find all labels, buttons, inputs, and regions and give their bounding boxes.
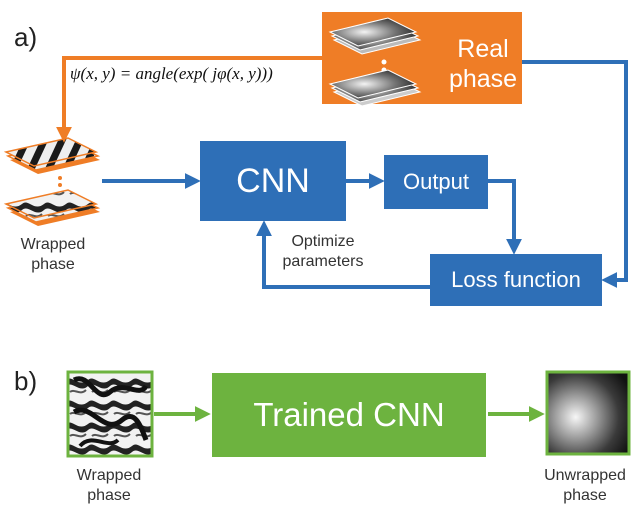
- unwrapped-caption-line2: phase: [563, 487, 607, 504]
- unwrapped-phase-image: [545, 370, 631, 456]
- wrapped-phase-image-b: [66, 370, 154, 458]
- loss-function-box: Loss function: [430, 254, 602, 306]
- wrapped-phase-caption-b: Wrapped phase: [54, 466, 164, 506]
- real-phase-line2: phase: [448, 65, 518, 93]
- cnn-box: CNN: [200, 141, 346, 221]
- panel-b-label: b): [14, 366, 38, 396]
- wrapped-caption-a-line1: Wrapped: [20, 236, 86, 253]
- wrapped-caption-b-line1: Wrapped: [76, 467, 142, 484]
- panel-a-label: a): [14, 22, 38, 52]
- optimize-line1: Optimize: [291, 233, 355, 250]
- real-phase-label: Real phase: [446, 34, 520, 94]
- arrow-output-to-loss: [488, 179, 522, 255]
- trained-cnn-box: Trained CNN: [212, 373, 486, 457]
- wrapped-phase-stack-icon: [3, 137, 101, 226]
- optimize-line2: parameters: [282, 253, 364, 270]
- wrapped-caption-b-line2: phase: [87, 487, 131, 504]
- unwrapped-caption-line1: Unwrapped: [544, 467, 626, 484]
- orange-arrow: [56, 56, 322, 143]
- real-phase-stack-icon: [328, 17, 422, 107]
- unwrapped-phase-caption: Unwrapped phase: [530, 466, 640, 506]
- wrapped-phase-caption-a: Wrapped phase: [8, 235, 98, 275]
- output-box: Output: [384, 155, 488, 209]
- wrapped-caption-a-line2: phase: [31, 256, 75, 273]
- arrow-real-to-loss: [522, 60, 628, 288]
- real-phase-line1: Real: [457, 35, 509, 63]
- arrow-loss-to-cnn: [256, 220, 430, 289]
- optimize-parameters-label: Optimize parameters: [268, 232, 378, 272]
- wrapping-formula: ψ(x, y) = angle(exp( jφ(x, y))): [70, 64, 273, 83]
